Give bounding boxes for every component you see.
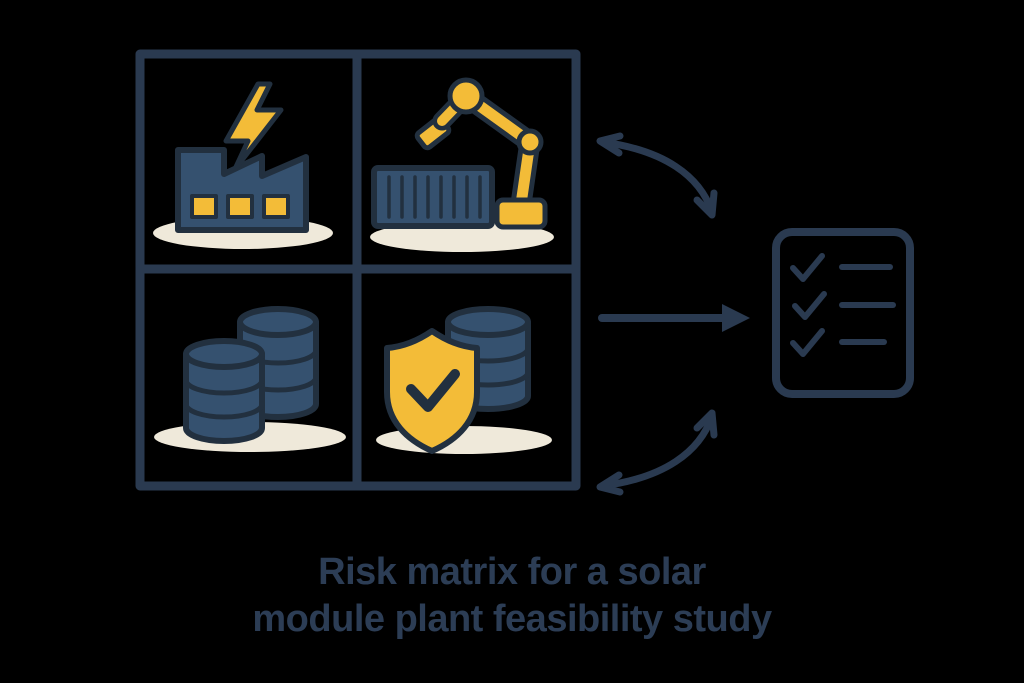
cylinder-divider	[183, 377, 265, 396]
arm-base	[494, 197, 548, 230]
factory-lightning-icon	[153, 81, 333, 249]
arrow-curve	[598, 412, 716, 490]
database-cylinder-front	[183, 338, 265, 444]
middle-straight-arrow	[598, 304, 750, 332]
arm-shoulder-joint	[447, 77, 485, 115]
bottom-curved-double-arrow	[596, 409, 718, 496]
cylinder-top	[445, 306, 531, 338]
lightning-bolt-icon	[223, 81, 284, 172]
cylinder-top	[237, 306, 319, 338]
factory-window	[226, 194, 254, 219]
top-curved-double-arrow	[596, 132, 718, 219]
caption-line-2: module plant feasibility study	[252, 598, 772, 640]
arrow-curve	[598, 138, 716, 216]
checklist-document-icon	[772, 228, 914, 398]
checkmark	[792, 291, 827, 320]
arm-elbow-joint	[516, 128, 544, 156]
arrowhead	[596, 132, 624, 157]
document-outline	[772, 228, 914, 398]
cylinder-body	[183, 351, 265, 444]
arrowhead	[722, 304, 750, 332]
arrowhead	[596, 471, 624, 496]
shield-checkmark	[406, 369, 460, 412]
caption-line-1: Risk matrix for a solar	[318, 551, 706, 593]
container-module	[371, 165, 495, 229]
cylinder-divider	[183, 401, 265, 420]
checkmark	[790, 253, 825, 282]
diagram-caption: Risk matrix for a solar module plant fea…	[0, 549, 1024, 643]
robot-arm-container-icon	[370, 77, 554, 252]
cylinder-top	[183, 338, 265, 370]
factory-window	[262, 194, 290, 219]
arrowhead	[693, 189, 718, 219]
container-ribs	[387, 175, 482, 219]
shield-check-database-icon	[376, 306, 552, 454]
database-stack-icon	[154, 306, 346, 452]
checkmark	[790, 328, 825, 357]
factory-window	[190, 194, 218, 219]
shield-icon	[384, 328, 480, 454]
arrowhead	[693, 409, 718, 439]
risk-matrix-grid	[135, 49, 581, 491]
